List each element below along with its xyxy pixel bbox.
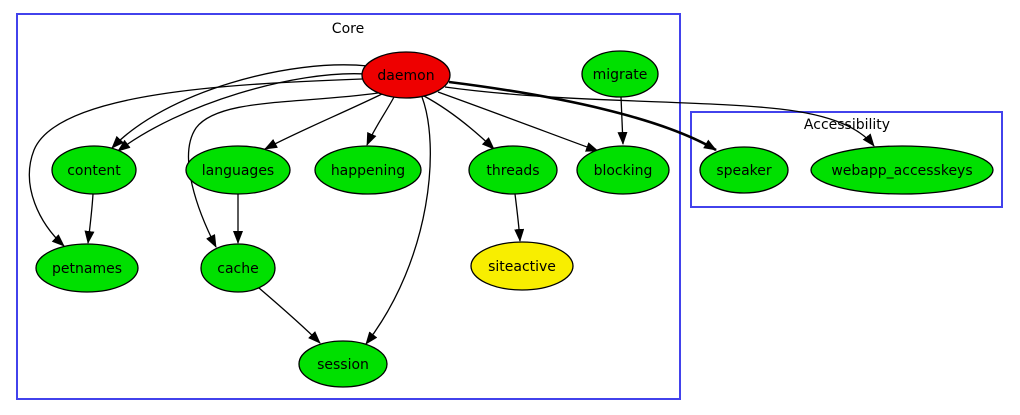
node-threads-label: threads <box>486 163 539 179</box>
edge-daemon-to-blocking-5 <box>437 91 599 152</box>
node-migrate-shape <box>581 50 659 98</box>
edge-migrate-to-blocking-11 <box>617 96 628 145</box>
node-content-label: content <box>67 163 121 179</box>
edge-daemon-to-cache-9 <box>187 92 379 248</box>
node-happening-shape <box>314 145 422 195</box>
cluster-accessibility-border <box>690 111 1003 208</box>
node-daemon-label: daemon <box>377 68 434 84</box>
node-session: session <box>298 340 388 388</box>
cluster-core-border <box>16 13 681 400</box>
edge-daemon-to-threads-4 <box>423 95 495 150</box>
node-happening-label: happening <box>331 163 405 179</box>
node-webapp_accesskeys-label: webapp_accesskeys <box>831 163 972 179</box>
node-cache-shape <box>200 243 276 293</box>
edge-content-to-petnames-12 <box>84 193 95 244</box>
node-daemon-shape <box>361 51 451 99</box>
node-daemon: daemon <box>361 51 451 99</box>
node-migrate: migrate <box>581 50 659 98</box>
node-threads-shape <box>468 145 558 195</box>
edge-daemon-to-languages-2 <box>264 93 383 150</box>
node-migrate-label: migrate <box>593 67 648 83</box>
node-petnames-label: petnames <box>52 261 122 277</box>
node-languages-label: languages <box>202 163 274 179</box>
node-session-shape <box>298 340 388 388</box>
node-blocking: blocking <box>576 145 670 195</box>
node-session-label: session <box>317 357 369 373</box>
node-blocking-label: blocking <box>594 163 653 179</box>
edge-daemon-to-session-10 <box>365 96 431 345</box>
edge-daemon-to-happening-3 <box>366 96 395 146</box>
node-threads: threads <box>468 145 558 195</box>
node-cache: cache <box>200 243 276 293</box>
edge-cache-to-session-14 <box>258 287 321 344</box>
node-speaker-shape <box>699 146 789 194</box>
node-webapp_accesskeys: webapp_accesskeys <box>810 145 994 195</box>
node-blocking-shape <box>576 145 670 195</box>
node-petnames-shape <box>35 243 139 293</box>
node-happening: happening <box>314 145 422 195</box>
node-petnames: petnames <box>35 243 139 293</box>
edge-daemon-to-speaker-6 <box>448 80 717 152</box>
edge-daemon-to-petnames-8 <box>28 78 363 247</box>
node-siteactive-shape <box>470 241 574 291</box>
edge-daemon-to-webapp_accesskeys-7 <box>444 86 875 147</box>
node-cache-label: cache <box>217 261 258 277</box>
edge-daemon-to-content-0 <box>111 64 369 149</box>
node-speaker-label: speaker <box>716 163 772 179</box>
node-content: content <box>51 145 137 195</box>
edge-daemon-to-content-1 <box>117 73 367 152</box>
node-siteactive-label: siteactive <box>488 259 556 275</box>
node-languages: languages <box>185 145 291 195</box>
node-webapp_accesskeys-shape <box>810 145 994 195</box>
edge-threads-to-siteactive-15 <box>514 193 525 242</box>
node-content-shape <box>51 145 137 195</box>
node-languages-shape <box>185 145 291 195</box>
node-speaker: speaker <box>699 146 789 194</box>
cluster-core-label: Core <box>332 21 364 37</box>
node-siteactive: siteactive <box>470 241 574 291</box>
